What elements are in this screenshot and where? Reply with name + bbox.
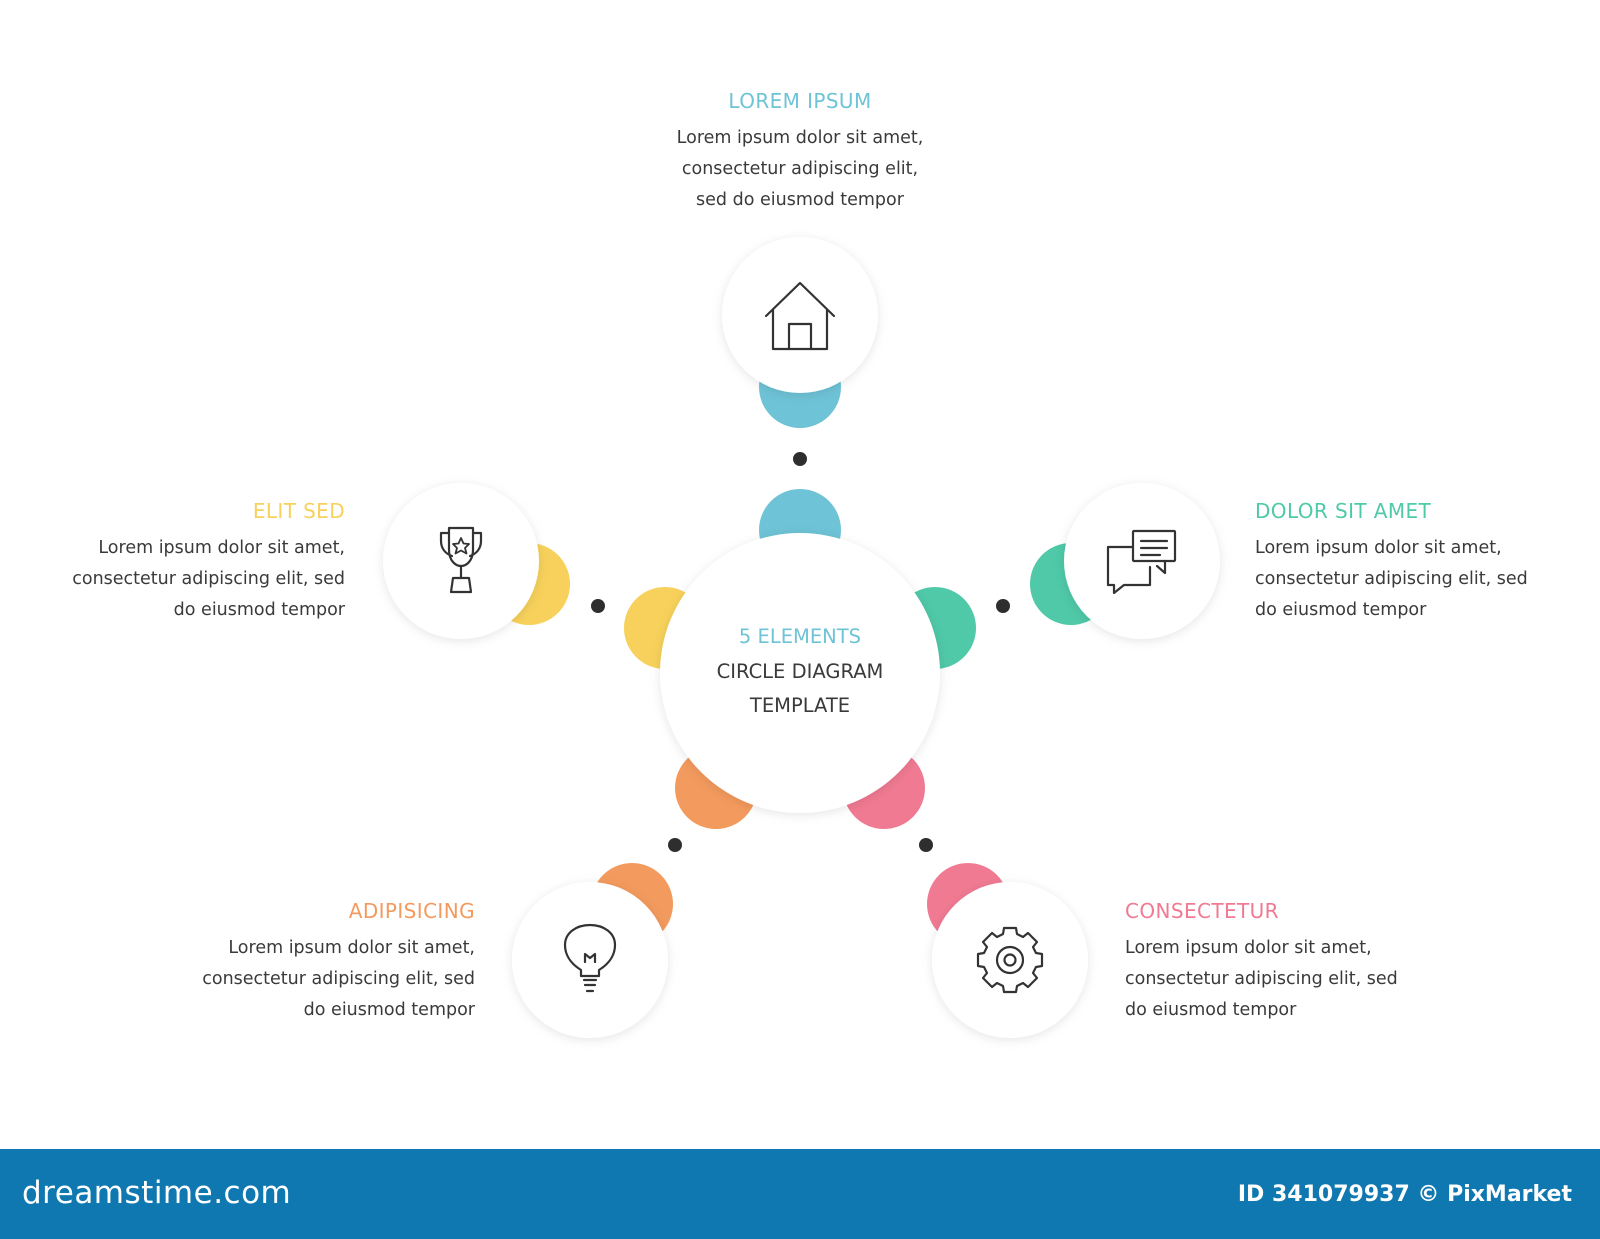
bottom-right-connector-dot <box>919 838 933 852</box>
image-credit: ID 341079937 © PixMarket <box>1237 1182 1572 1207</box>
item-left: ELIT SED Lorem ipsum dolor sit amet, con… <box>72 499 346 620</box>
item-title: ADIPISICING <box>349 899 475 923</box>
item-title: DOLOR SIT AMET <box>1255 499 1432 523</box>
top-connector-dot <box>793 452 807 466</box>
lightbulb-icon <box>563 923 617 993</box>
center-line-2: CIRCLE DIAGRAM <box>717 660 884 683</box>
item-text-line: do eiusmod tempor <box>1125 1000 1297 1020</box>
center-line-3: TEMPLATE <box>749 694 850 717</box>
center-line-1: 5 ELEMENTS <box>739 625 861 648</box>
item-text-line: do eiusmod tempor <box>174 600 346 620</box>
left-icon-circle <box>383 483 539 639</box>
item-title: CONSECTETUR <box>1125 899 1279 923</box>
item-text-line: consectetur adipiscing elit, sed <box>1255 569 1528 589</box>
item-text-line: Lorem ipsum dolor sit amet, <box>677 128 924 148</box>
item-text-line: Lorem ipsum dolor sit amet, <box>98 538 345 558</box>
white-circles <box>383 237 1220 1038</box>
item-text-line: consectetur adipiscing elit, sed <box>1125 969 1398 989</box>
home-icon <box>764 281 836 351</box>
item-top: LOREM IPSUM Lorem ipsum dolor sit amet, … <box>677 89 924 210</box>
center-circle <box>660 533 940 813</box>
gear-icon <box>976 926 1044 994</box>
item-text-line: consectetur adipiscing elit, <box>682 159 918 179</box>
connector-dots <box>591 452 1010 852</box>
item-text-line: consectetur adipiscing elit, sed <box>72 569 345 589</box>
trophy-icon <box>439 526 483 594</box>
watermark-brand: dreamstime.com <box>22 1175 292 1211</box>
item-bottom-left: ADIPISICING Lorem ipsum dolor sit amet, … <box>202 899 476 1020</box>
top-icon-circle <box>722 237 878 393</box>
item-text-line: Lorem ipsum dolor sit amet, <box>1255 538 1502 558</box>
item-text-line: Lorem ipsum dolor sit amet, <box>1125 938 1372 958</box>
right-connector-dot <box>996 599 1010 613</box>
watermark-footer-bar: dreamstime.com ID 341079937 © PixMarket <box>0 1149 1600 1239</box>
item-bottom-right: CONSECTETUR Lorem ipsum dolor sit amet, … <box>1125 899 1398 1020</box>
circle-diagram: 5 ELEMENTS CIRCLE DIAGRAM TEMPLATE LOREM… <box>72 89 1528 1038</box>
bottom-left-connector-dot <box>668 838 682 852</box>
item-text-line: Lorem ipsum dolor sit amet, <box>228 938 475 958</box>
item-right: DOLOR SIT AMET Lorem ipsum dolor sit ame… <box>1255 499 1528 620</box>
chat-icon <box>1106 529 1177 595</box>
item-text-line: consectetur adipiscing elit, sed <box>202 969 475 989</box>
bottom-right-icon-circle <box>932 882 1088 1038</box>
item-title: ELIT SED <box>253 499 345 523</box>
item-text-line: sed do eiusmod tempor <box>696 190 905 210</box>
item-title: LOREM IPSUM <box>728 89 871 113</box>
left-connector-dot <box>591 599 605 613</box>
bottom-left-icon-circle <box>512 882 668 1038</box>
item-text-line: do eiusmod tempor <box>304 1000 476 1020</box>
center-label: 5 ELEMENTS CIRCLE DIAGRAM TEMPLATE <box>717 625 884 717</box>
item-text-line: do eiusmod tempor <box>1255 600 1427 620</box>
